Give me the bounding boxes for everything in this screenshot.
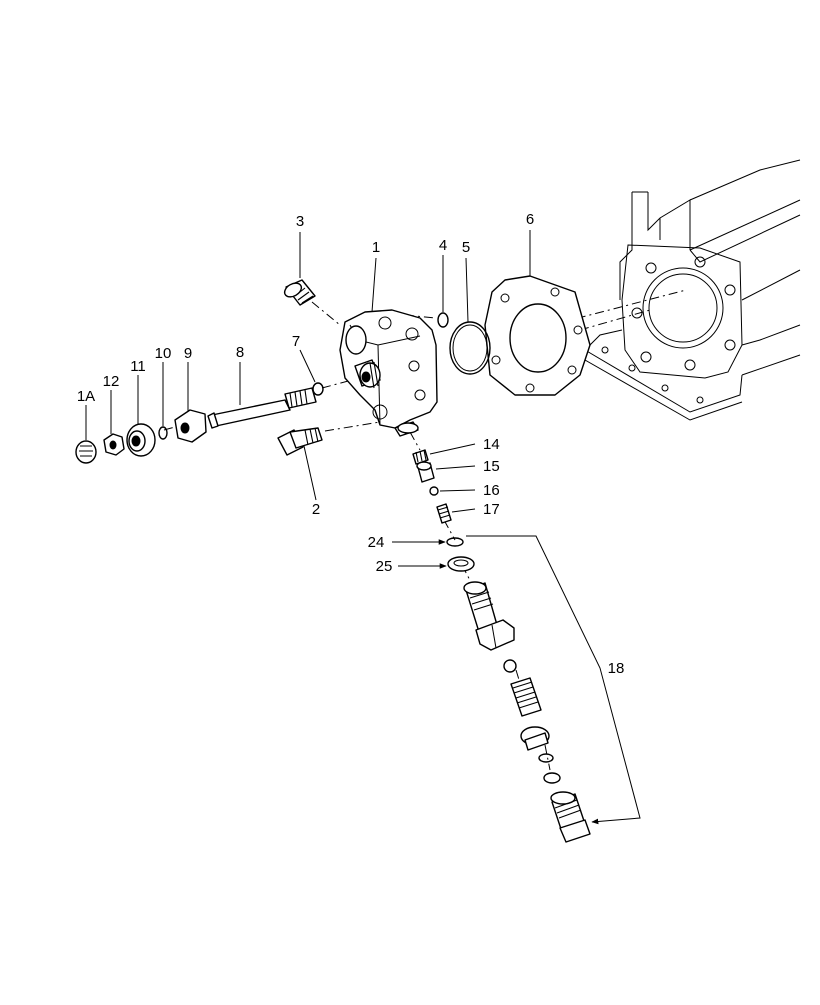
- sleeve-part-15: [416, 461, 435, 483]
- washer-valve-18: [543, 772, 561, 784]
- callout-14: 14: [483, 436, 500, 453]
- seal-part-25: [447, 556, 475, 572]
- washer-part-24: [446, 537, 464, 547]
- nut-part-12: [103, 433, 125, 456]
- callout-1A: 1A: [77, 388, 95, 405]
- callout-10: 10: [155, 345, 172, 362]
- cap-part-1A: [75, 440, 97, 464]
- plug-part-3: [283, 279, 316, 306]
- callout-15: 15: [483, 458, 500, 475]
- callout-8: 8: [236, 344, 244, 361]
- retainer-valve-18: [520, 726, 550, 751]
- callout-18: 18: [608, 660, 625, 677]
- nut-part-9: [174, 409, 207, 443]
- ball-valve-18: [503, 659, 517, 673]
- bearing-part-11: [126, 423, 156, 457]
- o-ring-part-4: [437, 312, 449, 328]
- ball-part-16: [429, 486, 439, 496]
- callout-labels: 3 1 4 5 6 7 8 9 10 11 12 1A 2 14 15 16 1…: [77, 211, 625, 677]
- spring-valve-18: [510, 677, 542, 717]
- callout-11: 11: [130, 358, 146, 375]
- o-ring-part-5: [449, 321, 491, 375]
- callout-2: 2: [312, 501, 320, 518]
- spring-part-17: [436, 503, 452, 524]
- o-ring-part-7: [312, 382, 324, 396]
- callout-6: 6: [526, 211, 534, 228]
- callout-3: 3: [296, 213, 304, 230]
- gasket-part-6: [484, 275, 591, 396]
- valve-body-part-18: [463, 581, 515, 651]
- callout-7: 7: [292, 333, 300, 350]
- shaft-part-8: [207, 387, 317, 429]
- callout-1: 1: [372, 239, 380, 256]
- callout-17: 17: [483, 501, 500, 518]
- callout-12: 12: [103, 373, 120, 390]
- callout-24: 24: [368, 534, 385, 551]
- transmission-housing: [584, 159, 801, 421]
- pump-body-part-1: [339, 309, 438, 437]
- bolt-part-2: [277, 427, 323, 456]
- callout-9: 9: [184, 345, 192, 362]
- callout-16: 16: [483, 482, 500, 499]
- shim-valve-18: [538, 753, 554, 763]
- o-ring-part-10: [158, 426, 168, 440]
- callout-5: 5: [462, 239, 470, 256]
- plug-valve-18: [550, 791, 591, 843]
- spring-part-14: [412, 449, 429, 465]
- callout-4: 4: [439, 237, 447, 254]
- leader-lines: [85, 230, 641, 825]
- callout-25: 25: [376, 558, 393, 575]
